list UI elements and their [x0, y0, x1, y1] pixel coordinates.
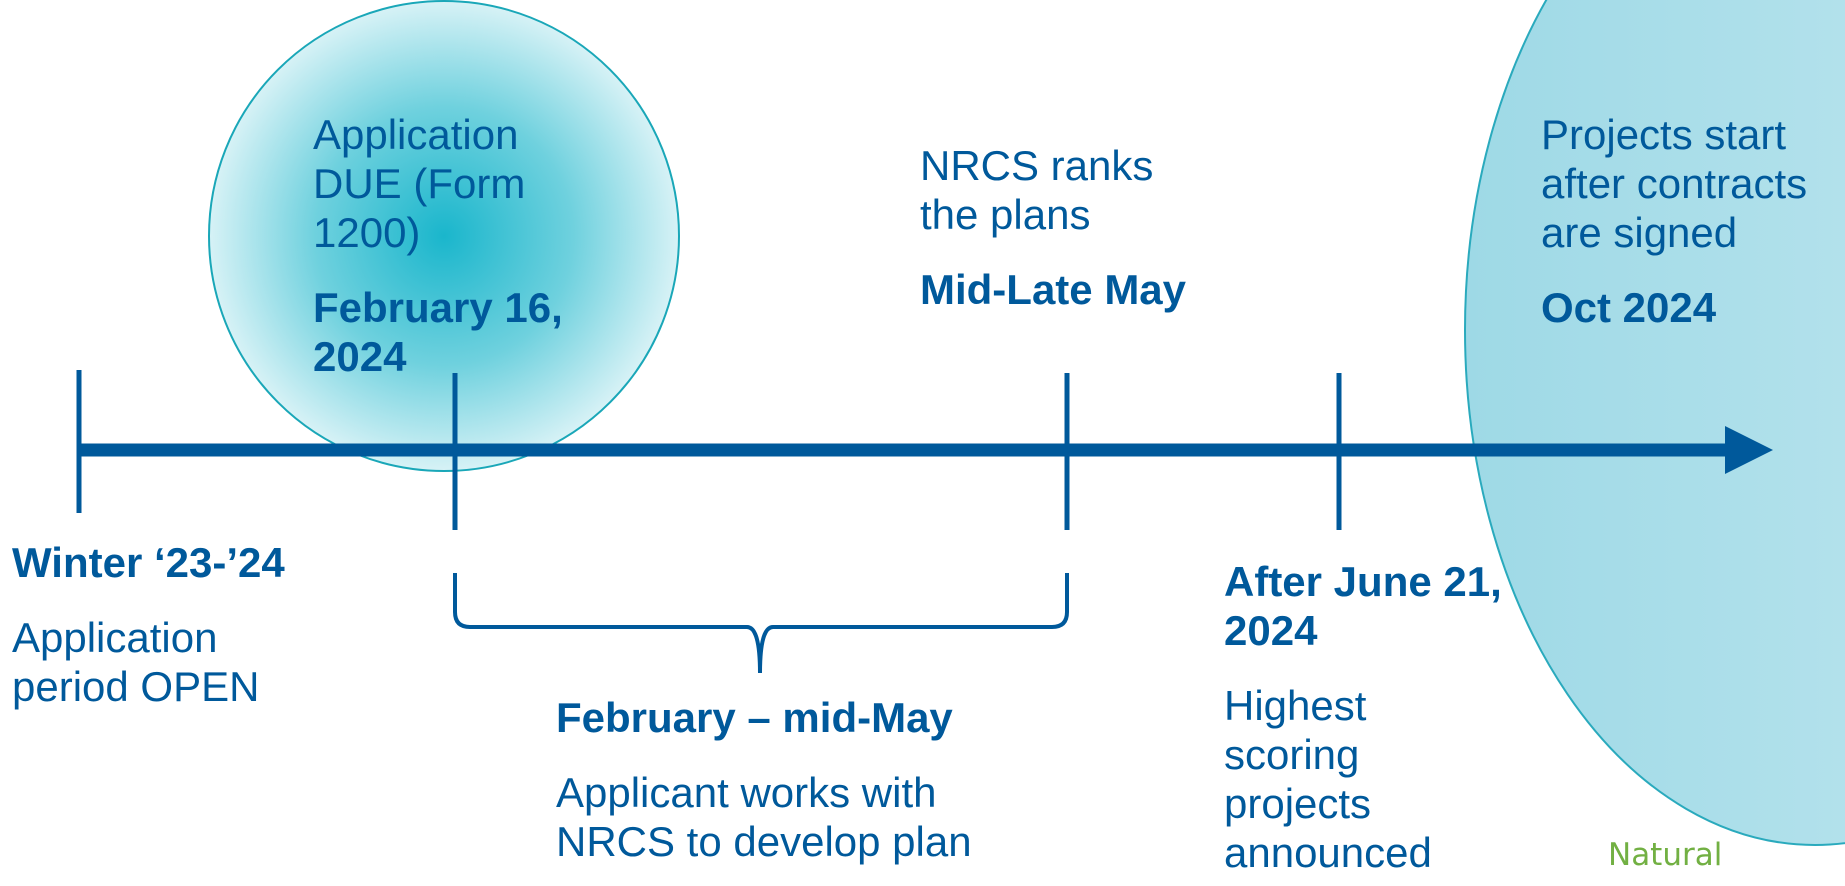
milestone-winter: Winter ‘23-’24 Application period OPEN [12, 538, 412, 711]
milestone-ranking: NRCS ranks the plans Mid-Late May [920, 141, 1250, 314]
milestone-due: Application DUE (Form 1200) February 16,… [313, 110, 613, 381]
highlight-circle-due [208, 0, 680, 472]
milestone-description: Application period OPEN [12, 614, 260, 710]
milestone-date: Winter ‘23-’24 [12, 539, 285, 586]
milestone-description: Application DUE (Form 1200) [313, 111, 526, 256]
milestone-start: Projects start after contracts are signe… [1541, 110, 1841, 332]
milestone-date: February – mid-May [556, 694, 953, 741]
brand-wordmark: Natural [1608, 837, 1723, 873]
highlight-oval-right [1464, 0, 1845, 846]
milestone-plan-period: February – mid-May Applicant works with … [556, 693, 1076, 866]
timeline-arrowhead [1725, 426, 1773, 474]
milestone-description: Projects start after contracts are signe… [1541, 111, 1808, 256]
milestone-description: Applicant works with NRCS to develop pla… [556, 769, 972, 865]
milestone-description: NRCS ranks the plans [920, 142, 1154, 238]
plan-period-brace [453, 573, 1069, 674]
milestone-date: Oct 2024 [1541, 284, 1717, 331]
milestone-date: February 16, 2024 [313, 284, 563, 380]
milestone-announce: After June 21, 2024 Highest scoring proj… [1224, 557, 1524, 877]
milestone-description: Highest scoring projects announced [1224, 682, 1432, 876]
milestone-date: Mid-Late May [920, 266, 1187, 313]
milestone-date: After June 21, 2024 [1224, 558, 1502, 654]
